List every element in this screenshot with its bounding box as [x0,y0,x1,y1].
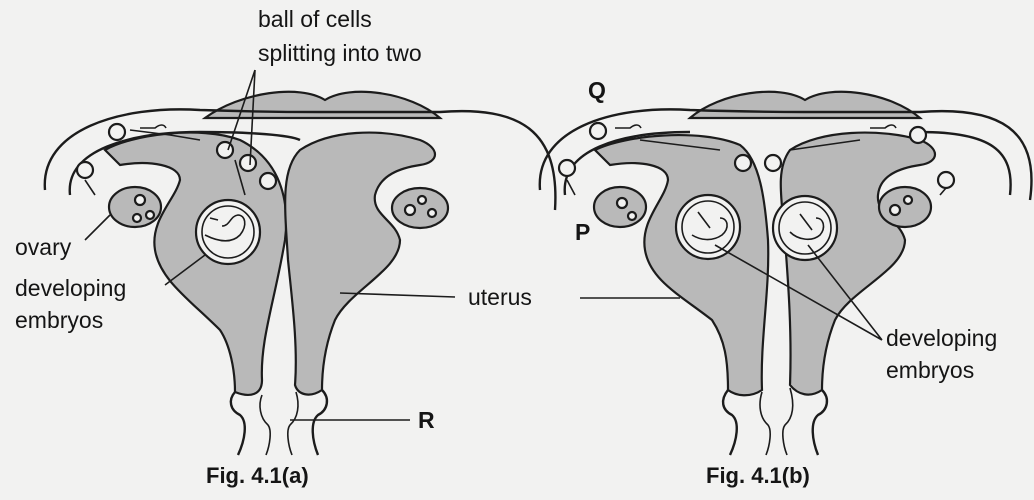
ovary-follicle-b2 [628,212,636,220]
cervix-right-wall-b [813,390,827,455]
figure-b: Q P developing embryos Fig. 4.1(b) [540,77,1032,488]
caption-fig-a: Fig. 4.1(a) [206,463,309,488]
egg-cell-b3 [735,155,751,171]
left-uterine-horn-a [105,133,286,395]
cervix-left-wall-a [231,392,245,455]
label-developing-a-line1: developing [15,275,126,301]
ovary-follicle-b1 [617,198,627,208]
egg-cell-b2 [590,123,606,139]
label-ovary: ovary [15,234,72,260]
label-Q: Q [588,77,606,103]
label-R: R [418,407,435,433]
right-uterine-horn-a [285,133,435,395]
ovary-follicle-a1 [135,195,145,205]
egg-cell-b4 [765,155,781,171]
label-P: P [575,219,590,245]
embryo-sac-a [196,200,260,264]
embryo-sac-b-right [773,196,837,260]
left-uterine-horn-b [595,135,768,395]
label-developing-b-line1: developing [886,325,997,351]
fundus-b [690,92,920,118]
vagina-inner-right-a [288,392,298,455]
label-ball-of-cells-line2: splitting into two [258,40,422,66]
ovary-right-a [392,188,448,228]
cervix-left-wall-b [723,390,737,455]
ovary-follicle-a3 [133,214,141,222]
sperm-b2 [870,125,896,128]
vagina-inner-left-a [260,395,270,455]
caption-fig-b: Fig. 4.1(b) [706,463,810,488]
ovary-follicle-a6 [428,209,436,217]
label-developing-a-line2: embryos [15,307,103,333]
vagina-inner-left-b [760,392,770,455]
ovary-follicle-a4 [405,205,415,215]
cervix-right-wall-a [313,390,327,455]
label-developing-b-line2: embryos [886,357,974,383]
label-ball-of-cells-line1: ball of cells [258,6,372,32]
leader-ovary-a [85,215,110,240]
right-uterine-horn-b [781,133,935,395]
label-uterus: uterus [468,284,532,310]
ovary-follicle-a2 [146,211,154,219]
ovary-follicle-b4 [904,196,912,204]
egg-cell-a5 [260,173,276,189]
ovary-follicle-b3 [890,205,900,215]
ovary-right-b [879,187,931,227]
egg-cell-a1 [77,162,93,178]
egg-cell-b5 [910,127,926,143]
sperm-a [140,125,166,128]
egg-cell-b1 [559,160,575,176]
sperm-b1 [615,125,641,128]
embryo-sac-b-left [676,195,740,259]
ovary-follicle-a5 [418,196,426,204]
vagina-inner-right-b [783,388,793,455]
egg-cell-a2 [109,124,125,140]
egg-cell-b6 [938,172,954,188]
egg-cell-a4 [240,155,256,171]
figure-a: ball of cells splitting into two ovary d… [15,6,555,488]
